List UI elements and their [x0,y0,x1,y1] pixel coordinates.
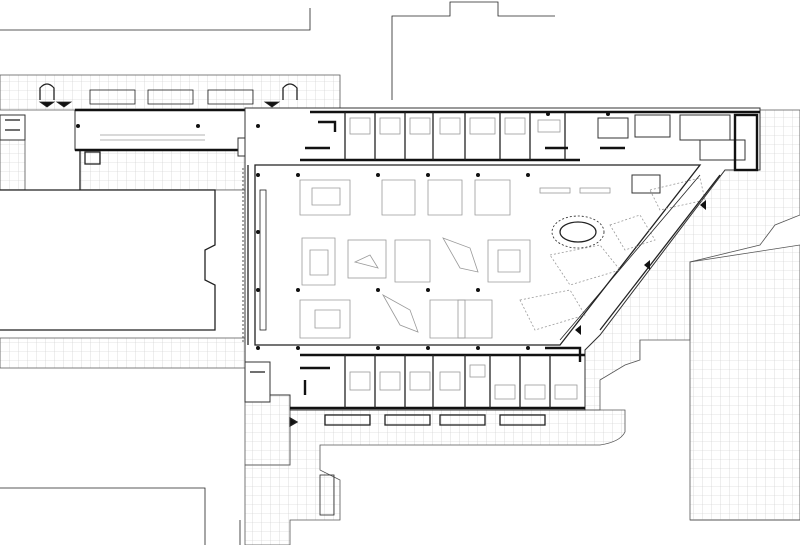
top-arcade [38,83,298,108]
south-classrooms [244,346,585,410]
entry-markers [575,200,706,335]
west-stair [0,114,26,141]
terrace-seating [519,174,721,341]
south-benches [289,414,546,516]
north-classrooms [300,110,760,194]
main-building [244,107,761,411]
west-gallery [242,165,267,345]
amphitheatre [539,187,611,249]
columns [76,112,610,350]
study-clusters [299,179,531,339]
paving-areas [0,74,800,545]
